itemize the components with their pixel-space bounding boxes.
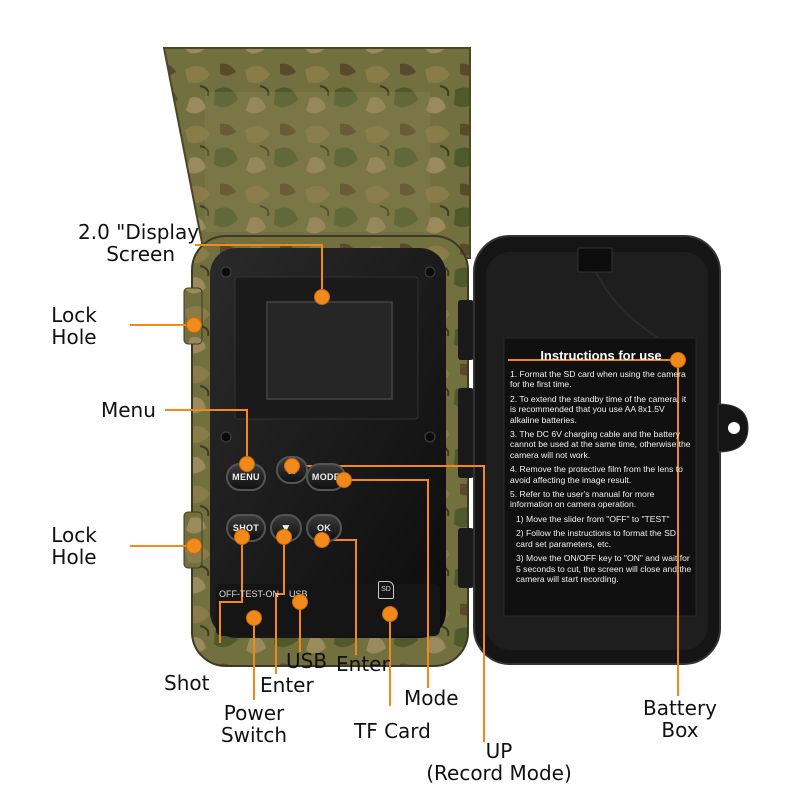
label-line: (Record Mode) bbox=[426, 761, 572, 785]
instruction-item: 2. To extend the standby time of the cam… bbox=[510, 393, 687, 425]
enter-right-label: Enter bbox=[336, 652, 390, 676]
label-line: Lock bbox=[51, 303, 97, 327]
label-line: Lock bbox=[51, 523, 97, 547]
tf-card-marker bbox=[382, 606, 398, 622]
lock-hole-top-marker bbox=[186, 317, 202, 333]
power-switch-label: Power Switch bbox=[214, 702, 294, 746]
label-line: Switch bbox=[220, 723, 288, 747]
instruction-item: 3. The DC 6V charging cable and the batt… bbox=[510, 429, 691, 460]
usb-label: USB bbox=[286, 649, 328, 673]
mode-label: Mode bbox=[404, 686, 459, 710]
usb-marker bbox=[292, 594, 308, 610]
shot-label: Shot bbox=[164, 671, 210, 695]
battery-door bbox=[473, 235, 749, 665]
enter-left-marker bbox=[276, 529, 292, 545]
instruction-subitem: 2) Follow the instructions to format the… bbox=[516, 528, 677, 549]
label-line: UP bbox=[485, 739, 513, 763]
label-line: Hole bbox=[51, 325, 97, 349]
power-switch-marker bbox=[246, 610, 262, 626]
label-line: Power bbox=[223, 701, 285, 725]
lock-hole-bottom-label: Lock Hole bbox=[44, 524, 104, 568]
enter-right-marker bbox=[314, 532, 330, 548]
battery-box-label: Battery Box bbox=[638, 697, 722, 741]
shot-marker bbox=[234, 529, 250, 545]
menu-marker bbox=[239, 456, 255, 472]
instruction-subitem: 3) Move the ON/OFF key to "ON" and wait … bbox=[516, 553, 692, 584]
label-line: Box bbox=[661, 718, 699, 742]
mode-marker bbox=[336, 472, 352, 488]
tf-card-label: TF Card bbox=[354, 719, 431, 743]
menu-label: Menu bbox=[101, 398, 156, 422]
camera-visor bbox=[162, 47, 471, 259]
display-screen-marker bbox=[314, 289, 330, 305]
instruction-item: 4. Remove the protective film from the l… bbox=[510, 464, 683, 485]
lock-hole-top-label: Lock Hole bbox=[44, 304, 104, 348]
up-marker bbox=[284, 458, 300, 474]
instructions-title: Instructions for use bbox=[540, 348, 662, 363]
enter-left-label: Enter bbox=[260, 673, 314, 697]
label-line: 2.0 "Display bbox=[78, 220, 200, 244]
label-line: Battery bbox=[642, 696, 718, 720]
instruction-item: 5. Refer to the user's manual for more i… bbox=[510, 489, 655, 510]
instruction-item: 1. Format the SD card when using the cam… bbox=[510, 369, 686, 390]
lock-hole-bottom-marker bbox=[186, 538, 202, 554]
menu-button[interactable]: MENU bbox=[226, 463, 266, 491]
label-line: Hole bbox=[51, 545, 97, 569]
switch-label: OFF-TEST-ON bbox=[219, 589, 279, 599]
up-label: UP (Record Mode) bbox=[414, 740, 584, 784]
battery-box-marker bbox=[670, 352, 686, 368]
instructions-sticker: Instructions for use 1. Format the SD ca… bbox=[510, 348, 692, 588]
hinges bbox=[458, 300, 474, 588]
instruction-subitem: 1) Move the slider from "OFF" to "TEST" bbox=[516, 513, 670, 524]
camera-body bbox=[183, 235, 469, 667]
display-screen-label: 2.0 "Display Screen bbox=[78, 220, 200, 266]
label-line: Screen bbox=[106, 242, 175, 266]
sd-icon: SD bbox=[378, 581, 394, 599]
